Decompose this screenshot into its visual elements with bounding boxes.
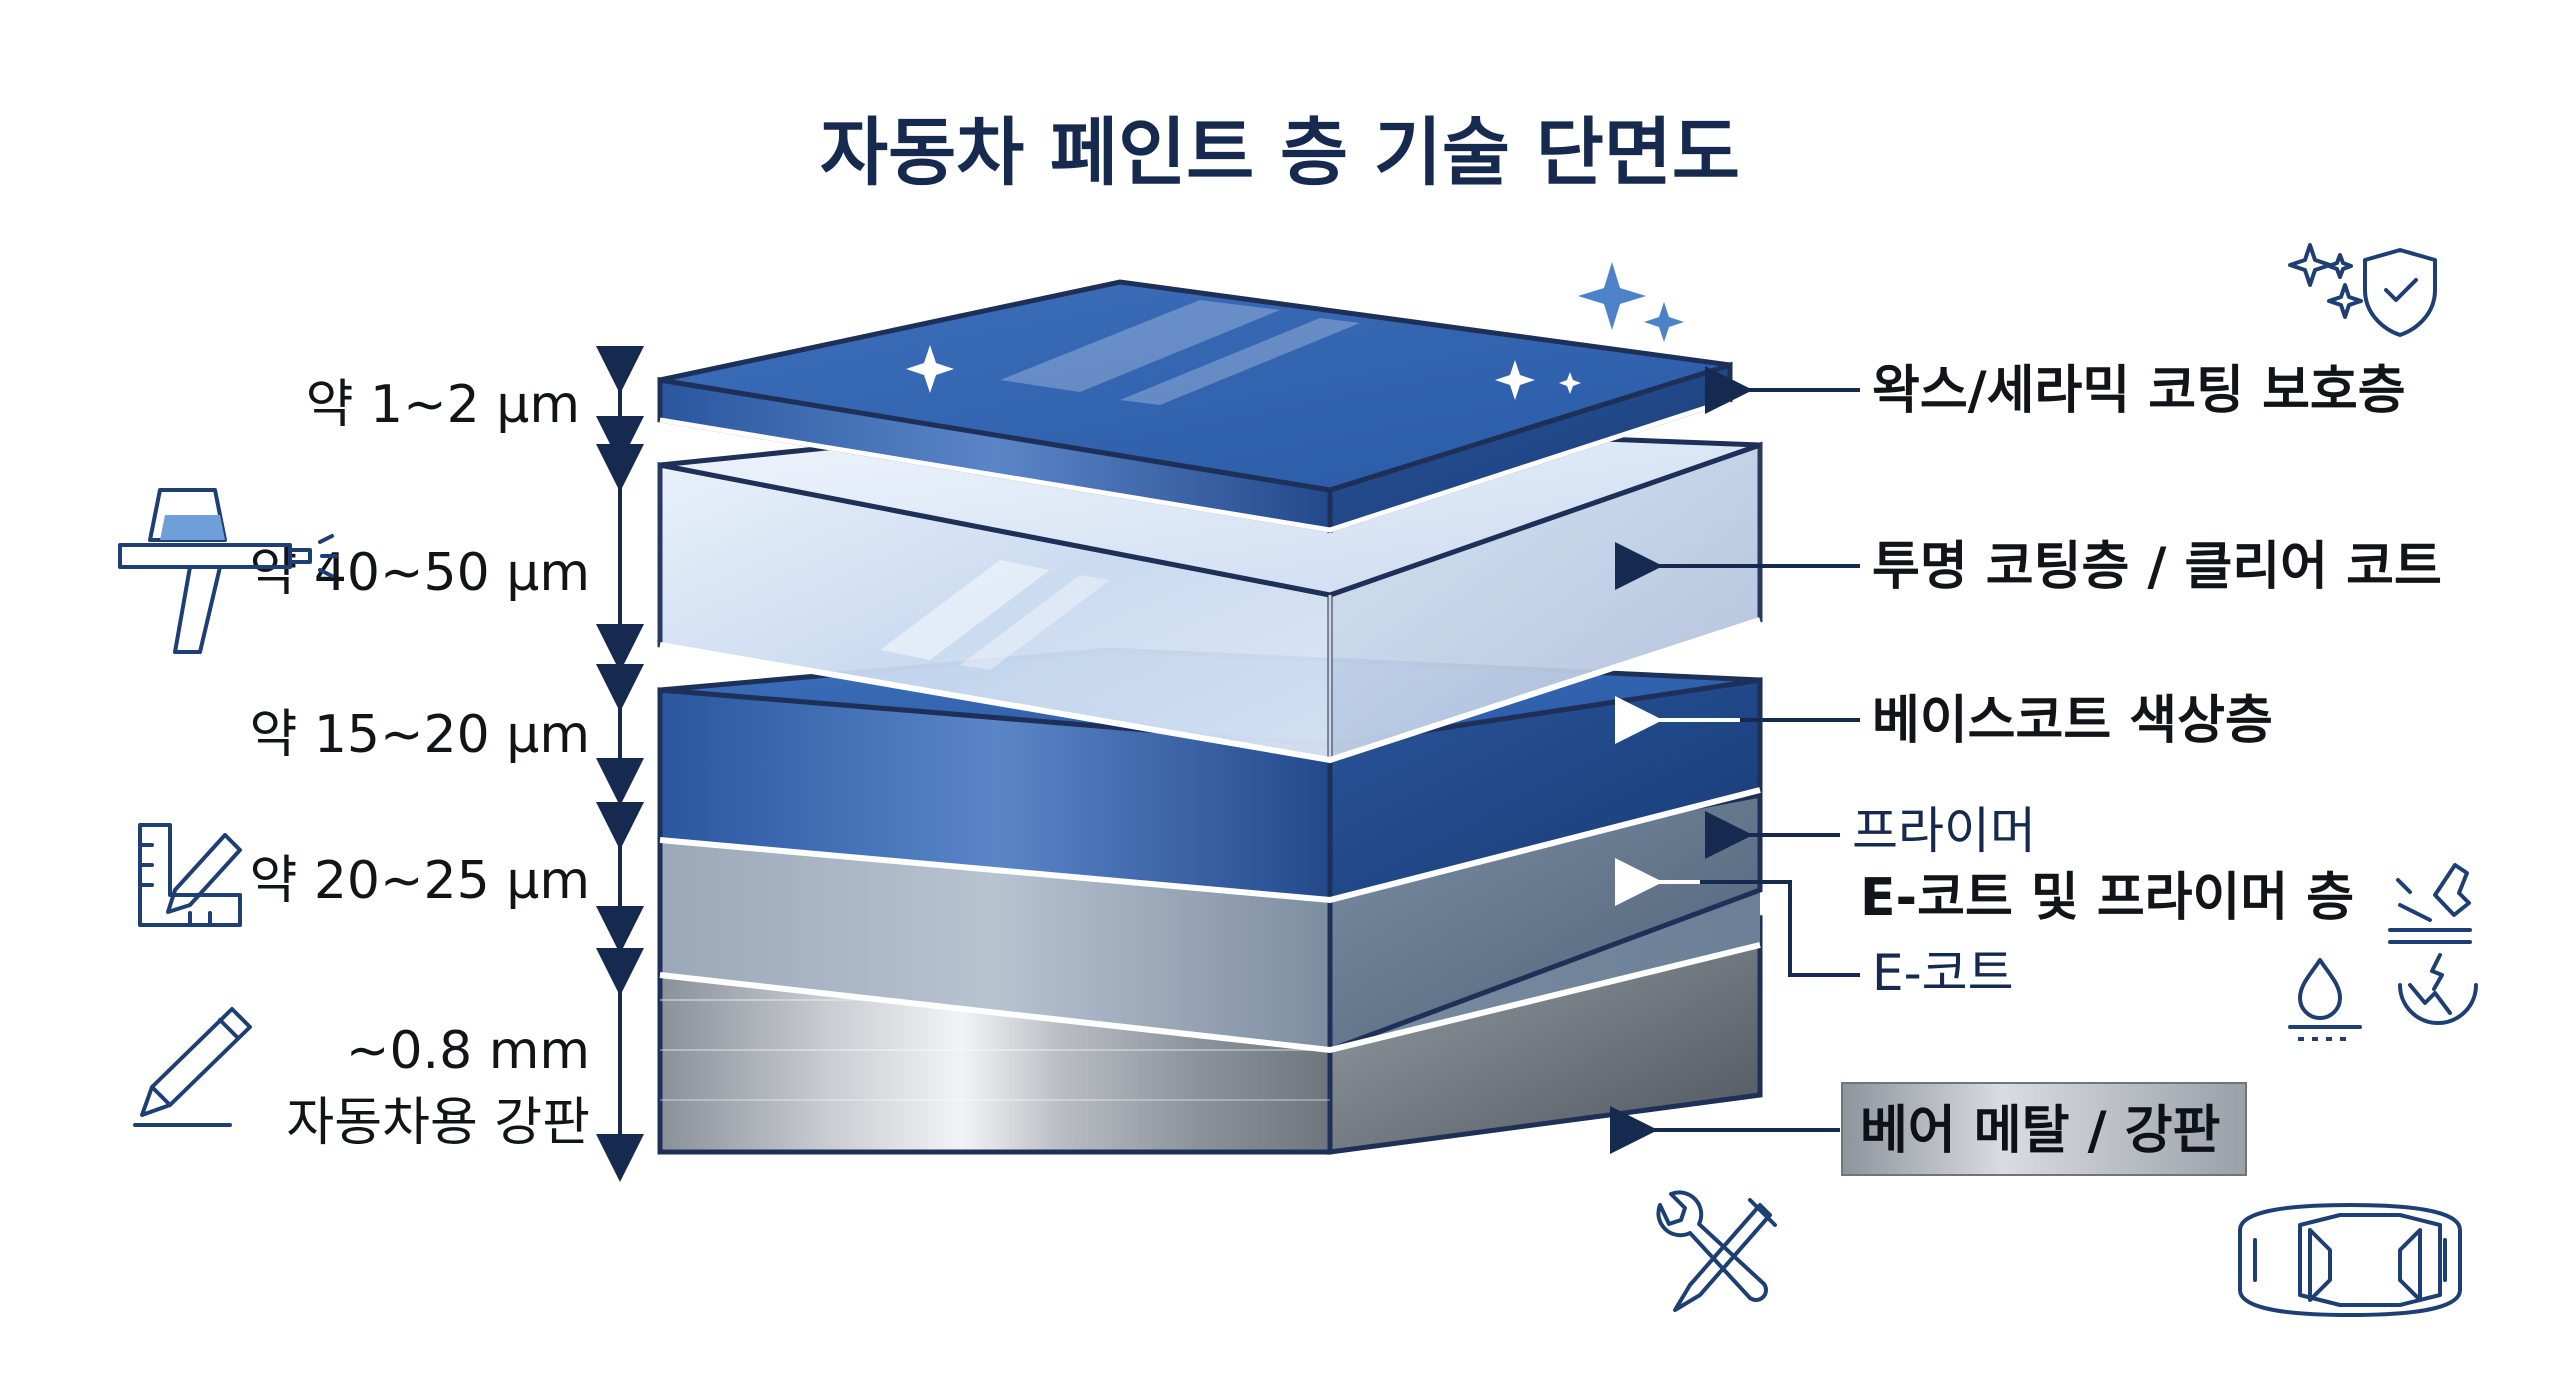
metal-label-tag: [1841, 1082, 2247, 1176]
sparkle-shield-icon: [2288, 243, 2437, 337]
label-metal: 베어 메탈 / 강판: [1610, 1082, 2247, 1176]
page-title: 자동차 페인트 층 기술 단면도: [820, 110, 1740, 196]
sparkle-icon: [906, 345, 954, 393]
ruler-pencil-icon: [138, 823, 242, 927]
layer-wax-ceramic: [657, 279, 1733, 534]
spray-gun-icon: [118, 488, 338, 654]
dimension-wax: 약 1~2 μm: [306, 346, 644, 464]
sparkle-icon: [1559, 372, 1581, 394]
dimension-metal: ~0.8 mm 자동차용 강판: [286, 948, 644, 1182]
label-base: 베이스코트 색상층: [1615, 691, 2273, 751]
thickness-label-metal-value: ~0.8 mm: [346, 1021, 590, 1081]
sparkle-icon: [1495, 360, 1535, 400]
layer-label-base: 베이스코트 색상층: [1872, 691, 2273, 751]
thickness-label-clear: 약 40~50 μm: [249, 543, 590, 603]
dimension-base: 약 15~20 μm: [249, 664, 644, 806]
layer-label-wax: 왁스/세라믹 코팅 보호층: [1872, 361, 2406, 421]
sparkle-icon: [1578, 262, 1646, 330]
thickness-label-base: 약 15~20 μm: [249, 705, 590, 765]
layer-label-ecoat-primer: E-코트 및 프라이머 층: [1860, 868, 2354, 928]
car-icon: [2238, 1203, 2462, 1317]
label-primer-group: 프라이머 E-코트 및 프라이머 층 E-코트: [1615, 802, 2354, 1002]
wrench-screwdriver-icon: [1656, 1190, 1777, 1312]
thickness-label-wax: 약 1~2 μm: [306, 375, 580, 435]
water-drop-icon: [2288, 953, 2478, 1041]
pencil-icon: [133, 1007, 252, 1127]
label-wax: 왁스/세라믹 코팅 보호층: [1705, 361, 2406, 421]
thickness-label-metal-desc: 자동차용 강판: [286, 1093, 590, 1153]
scratch-icon: [2388, 863, 2472, 944]
layer-label-metal: 베어 메탈 / 강판: [1860, 1101, 2220, 1161]
dimension-primer: 약 20~25 μm: [249, 802, 644, 954]
label-clear: 투명 코팅층 / 클리어 코트: [1615, 537, 2442, 597]
layer-label-primer: 프라이머: [1852, 802, 2036, 860]
thickness-label-primer: 약 20~25 μm: [249, 851, 590, 911]
dimension-clear: 약 40~50 μm: [249, 444, 644, 672]
layer-label-clear: 투명 코팅층 / 클리어 코트: [1872, 537, 2442, 597]
sparkle-icon: [1644, 302, 1684, 342]
layer-label-ecoat: E-코트: [1872, 944, 2014, 1002]
